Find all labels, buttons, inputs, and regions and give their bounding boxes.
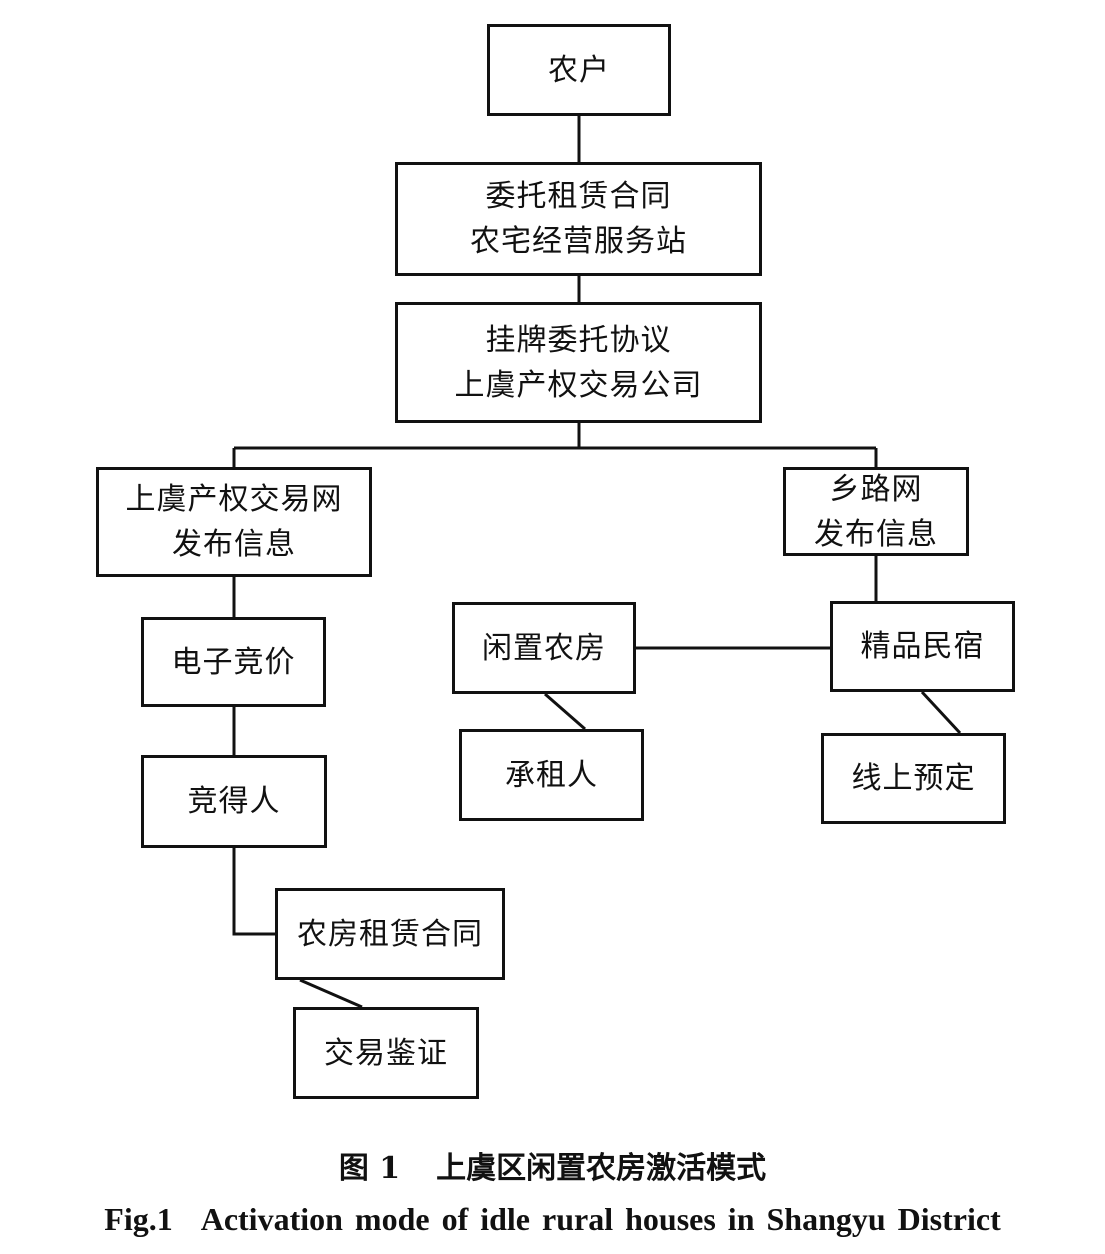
xianglu-web-line-2: 发布信息 [814,516,938,552]
idle-house-label: 闲置农房 [482,630,606,666]
trading-company-line-2: 上虞产权交易公司 [454,367,703,403]
figure-title-chinese: 上虞区闲置农房激活模式 [436,1151,767,1186]
e-bidding-box: 电子竞价 [141,617,326,707]
exchange-web-line-1: 上虞产权交易网 [125,482,343,517]
verification-label: 交易鉴证 [324,1035,448,1071]
verification-box: 交易鉴证 [293,1007,479,1099]
trading-company-box: 挂牌委托协议 上虞产权交易公司 [395,302,762,423]
figure-caption-english: Fig.1 Activation mode of idle rural house… [0,1201,1105,1238]
figure-number-english: Fig.1 [104,1201,173,1237]
connector-bnb-booking [920,690,962,735]
boutique-bnb-label: 精品民宿 [860,629,985,664]
figure-number-chinese: 图 1 [338,1151,401,1186]
farmer-label: 农户 [548,52,610,88]
trading-company-line-1: 挂牌委托协议 [485,322,672,358]
lease-contract-label: 农房租赁合同 [297,916,483,952]
service-station-line-2: 农宅经营服务站 [470,224,687,259]
farmer-box: 农户 [487,24,671,116]
lease-contract-box: 农房租赁合同 [275,888,505,980]
online-booking-label: 线上预定 [851,761,976,796]
connector-lines [232,116,962,1009]
service-station-line-1: 委托租赁合同 [485,179,672,214]
boutique-bnb-box: 精品民宿 [830,601,1015,692]
xianglu-web-box: 乡路网 发布信息 [783,467,969,556]
exchange-web-line-2: 发布信息 [172,527,296,562]
e-bidding-label: 电子竞价 [171,644,296,680]
idle-house-box: 闲置农房 [452,602,636,694]
figure-title-english: Activation mode of idle rural houses in … [200,1201,1001,1237]
tenant-label: 承租人 [505,757,598,793]
online-booking-box: 线上预定 [821,733,1006,824]
winner-label: 竞得人 [187,784,281,819]
service-station-box: 委托租赁合同 农宅经营服务站 [395,162,762,276]
winner-box: 竞得人 [141,755,327,848]
connector-house-tenant [544,692,586,731]
tenant-box: 承租人 [459,729,644,821]
xianglu-web-line-1: 乡路网 [829,471,923,507]
flow-diagram: 农户 委托租赁合同 农宅经营服务站 挂牌委托协议 上虞产权交易公司 上虞产权交易… [96,24,1015,1099]
connector-winner-contract [232,848,275,936]
exchange-web-box: 上虞产权交易网 发布信息 [96,467,372,577]
connector-contract-verification [299,978,363,1009]
figure-caption-chinese: 图 1 上虞区闲置农房激活模式 [0,1143,1105,1187]
